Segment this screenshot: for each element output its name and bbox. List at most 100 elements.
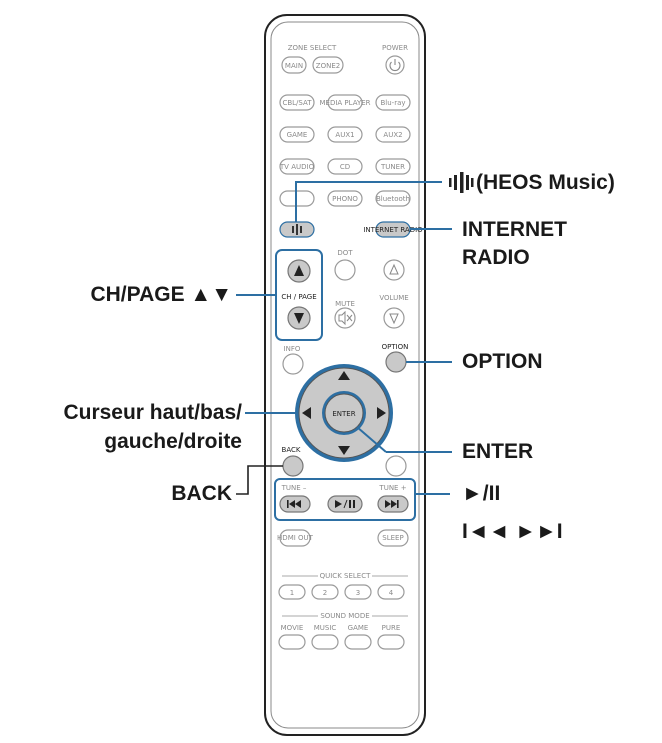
dot-button[interactable] bbox=[334, 259, 356, 281]
cursor-down-icon bbox=[338, 446, 350, 455]
quick-select-1-button[interactable] bbox=[278, 584, 306, 600]
tv-audio-label: TV AUDIO bbox=[279, 163, 315, 171]
option-callout: OPTION bbox=[462, 350, 543, 373]
tune-minus-label: TUNE – bbox=[281, 484, 307, 492]
media-player-button[interactable] bbox=[327, 94, 363, 111]
cursor-callout-line2: gauche/droite bbox=[104, 430, 242, 453]
cursor-left-icon bbox=[302, 407, 311, 419]
aux1-label: AUX1 bbox=[335, 131, 354, 139]
tv-audio-button[interactable] bbox=[279, 158, 315, 175]
enter-remote-label: ENTER bbox=[332, 410, 355, 418]
quick-select-label: QUICK SELECT bbox=[320, 572, 371, 580]
media-player-label: MEDIA PLAYER bbox=[319, 99, 370, 107]
skip-callout: I◄◄ ►►I bbox=[462, 520, 563, 543]
pure-label: PURE bbox=[382, 624, 401, 632]
info-label: INFO bbox=[284, 345, 301, 353]
music-label: MUSIC bbox=[314, 624, 337, 632]
enter-leader-line-a bbox=[356, 426, 387, 453]
main-button[interactable] bbox=[281, 56, 307, 74]
zone2-button-label: ZONE2 bbox=[316, 62, 340, 70]
sleep-label: SLEEP bbox=[382, 534, 403, 542]
volume-up-button[interactable] bbox=[383, 259, 405, 281]
cursor-right-icon bbox=[377, 407, 386, 419]
heos-leader-line bbox=[295, 181, 442, 222]
quick-select-1-label: 1 bbox=[290, 589, 294, 597]
volume-down-icon bbox=[389, 313, 399, 325]
volume-up-icon bbox=[389, 263, 399, 275]
transport-highlight bbox=[274, 478, 416, 521]
cursor-up-icon bbox=[338, 371, 350, 380]
quick-select-3-label: 3 bbox=[356, 589, 360, 597]
power-label: POWER bbox=[382, 44, 408, 52]
quick-select-4-label: 4 bbox=[389, 589, 394, 597]
cbl-sat-label: CBL/SAT bbox=[282, 99, 312, 107]
remote-inner-outline bbox=[270, 21, 420, 729]
game-label: GAME bbox=[287, 131, 308, 139]
next-icon bbox=[385, 500, 399, 508]
zone2-button[interactable] bbox=[312, 56, 344, 74]
quick-select-2-label: 2 bbox=[323, 589, 327, 597]
sound-mode-label: SOUND MODE bbox=[320, 612, 369, 620]
cd-label: CD bbox=[340, 163, 350, 171]
phono-label: PHONO bbox=[332, 195, 358, 203]
option-button[interactable] bbox=[385, 351, 407, 373]
enter-callout: ENTER bbox=[462, 440, 534, 463]
back-button[interactable] bbox=[282, 455, 304, 477]
mute-icon bbox=[338, 310, 353, 326]
dot-label: DOT bbox=[337, 249, 353, 257]
setup-button[interactable] bbox=[385, 455, 407, 477]
info-button[interactable] bbox=[282, 353, 304, 375]
phono-button[interactable] bbox=[327, 190, 363, 207]
music-button[interactable] bbox=[311, 634, 339, 650]
quick-select-3-button[interactable] bbox=[344, 584, 372, 600]
tune-plus-label: TUNE + bbox=[378, 484, 406, 492]
play-pause-callout: ►/II bbox=[462, 482, 501, 505]
play-pause-icon bbox=[335, 499, 355, 509]
up-arrow-icon bbox=[294, 265, 304, 276]
pure-button[interactable] bbox=[377, 634, 405, 650]
aux2-button[interactable] bbox=[375, 126, 411, 143]
quick-select-4-button[interactable] bbox=[377, 584, 405, 600]
game-mode-label: GAME bbox=[348, 624, 369, 632]
tuner-label: TUNER bbox=[380, 163, 405, 171]
sleep-button[interactable] bbox=[377, 529, 409, 547]
hdmi-out-button[interactable] bbox=[279, 529, 311, 547]
heos-music-callout: (HEOS Music) bbox=[476, 171, 615, 194]
volume-down-button[interactable] bbox=[383, 307, 405, 329]
bluray-button[interactable] bbox=[375, 94, 411, 111]
quick-select-2-button[interactable] bbox=[311, 584, 339, 600]
movie-label: MOVIE bbox=[281, 624, 304, 632]
bluetooth-button[interactable] bbox=[375, 190, 411, 207]
internet-radio-button-label: INTERNET RADIO bbox=[363, 226, 423, 234]
back-leader-line bbox=[236, 465, 283, 495]
option-remote-label: OPTION bbox=[382, 343, 409, 351]
ch-page-label: CH / PAGE bbox=[281, 293, 316, 301]
movie-button[interactable] bbox=[278, 634, 306, 650]
volume-label: VOLUME bbox=[379, 294, 408, 302]
zone-select-label: ZONE SELECT bbox=[288, 44, 337, 52]
tuner-button[interactable] bbox=[375, 158, 411, 175]
bluray-label: Blu-ray bbox=[380, 99, 405, 107]
heos-callout-icon bbox=[449, 172, 474, 193]
aux2-label: AUX2 bbox=[383, 131, 402, 139]
game-button[interactable] bbox=[279, 126, 315, 143]
mute-label: MUTE bbox=[335, 300, 355, 308]
cd-button[interactable] bbox=[327, 158, 363, 175]
internet-radio-callout-line1: INTERNET bbox=[462, 218, 567, 241]
down-arrow-icon bbox=[294, 313, 304, 324]
aux1-button[interactable] bbox=[327, 126, 363, 143]
bluetooth-label: Bluetooth bbox=[376, 195, 410, 203]
hdmi-out-label: HDMI OUT bbox=[277, 534, 314, 542]
enter-button[interactable] bbox=[324, 393, 364, 433]
internet-radio-callout-line2: RADIO bbox=[462, 246, 530, 269]
power-icon bbox=[389, 59, 401, 72]
back-remote-label: BACK bbox=[282, 446, 301, 454]
cbl-sat-button[interactable] bbox=[279, 94, 315, 111]
heos-icon bbox=[292, 224, 302, 235]
game-mode-button[interactable] bbox=[344, 634, 372, 650]
main-button-label: MAIN bbox=[285, 62, 303, 70]
cursor-callout-line1: Curseur haut/bas/ bbox=[63, 401, 242, 424]
prev-icon bbox=[287, 500, 301, 508]
back-callout: BACK bbox=[171, 482, 232, 505]
